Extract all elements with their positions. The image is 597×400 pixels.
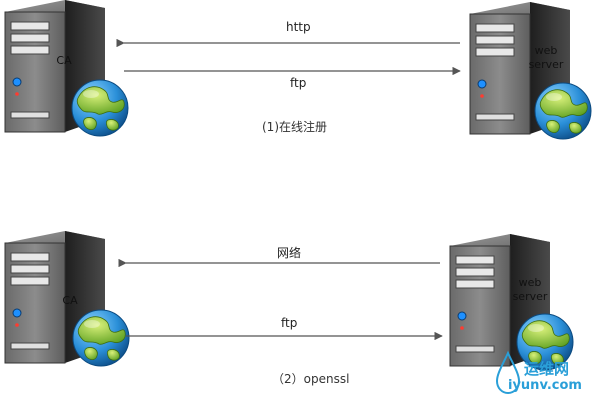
panel1-arrow-top-label: http [286, 20, 311, 34]
watermark-logo-icon [495, 350, 521, 395]
panel1-web-globe-icon [534, 82, 592, 140]
panel2-web-label-line1: web [518, 276, 542, 289]
panel1-ca-globe-icon [71, 79, 129, 137]
watermark-line2: iyunv.com [508, 378, 582, 393]
panel2-web-label-line2: server [512, 290, 548, 303]
panel1-web-label-line1: web [534, 44, 558, 57]
panel1-ca-label: CA [56, 54, 72, 67]
panel1-web-label-line2: server [528, 58, 564, 71]
panel1-caption: (1)在线注册 [262, 120, 327, 134]
watermark-line1: 运维网 [524, 360, 570, 378]
panel2-arrow-bottom-label: ftp [281, 316, 298, 330]
panel1-web-label: web server [522, 44, 570, 72]
panel1-arrow-bottom-label: ftp [290, 76, 307, 90]
panel2-caption: （2）openssl [272, 372, 350, 386]
panel2-ca-label: CA [62, 294, 78, 307]
panel2-ca-globe-icon [72, 309, 130, 367]
panel2-arrow-top-label: 网络 [277, 246, 302, 260]
panel2-web-label: web server [506, 276, 554, 304]
